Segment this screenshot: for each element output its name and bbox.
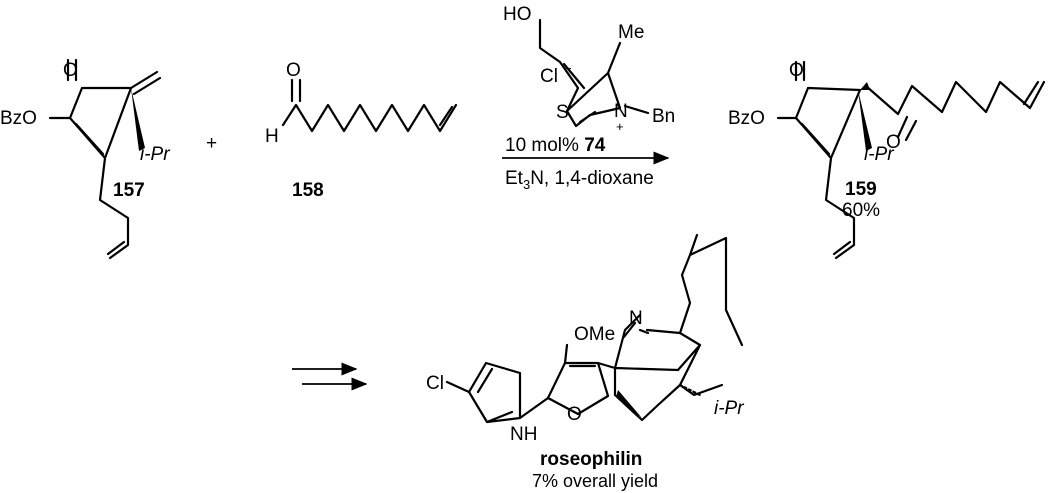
roseophilin-structure: Cl OMe NH O N i-Pr roseophilin 7% overal…: [426, 233, 744, 491]
wedge-157: [131, 88, 145, 151]
atom-158-oxo: O: [286, 60, 301, 81]
roseophilin-wedge: [616, 390, 642, 418]
compound-159-label: 159: [845, 179, 877, 200]
charge-74-cation: +: [616, 119, 624, 134]
conditions-line-2: Et3N, 1,4-dioxane: [505, 168, 654, 192]
atom-roseophilin-imine-n: N: [629, 308, 643, 329]
atom-74-nitrogen: N: [614, 101, 628, 122]
atom-roseophilin-chlorine: Cl: [426, 373, 444, 394]
compound-157-label: 157: [113, 180, 145, 201]
charge-74-anion: −: [564, 61, 572, 76]
atom-159-ketone2: O: [886, 132, 901, 153]
atom-74-methyl: Me: [618, 22, 644, 43]
atom-159-substituent: i-Pr: [864, 144, 894, 165]
atom-157-ester: BzO: [0, 108, 37, 129]
catalyst-74: HO Me Cl − S N Bn +: [503, 4, 675, 134]
atom-roseophilin-methoxy: OMe: [574, 324, 615, 345]
plus-sign: +: [206, 133, 217, 154]
roseophilin-bonds: [445, 233, 744, 424]
catalyst-74-bonds: [538, 18, 650, 128]
conditions-line-1: 10 mol% 74: [505, 135, 606, 156]
compound-159: O O BzO i-Pr 159 60%: [728, 60, 1046, 260]
atom-74-hydroxyl: HO: [503, 4, 532, 25]
compound-158-bonds: [281, 78, 458, 133]
atom-roseophilin-furan-o: O: [567, 404, 582, 425]
wedge-159-side-chain: [860, 82, 870, 90]
atom-74-sulfur: S: [556, 102, 569, 123]
catalyst-74-double-bond: [562, 62, 586, 90]
compound-158-label: 158: [292, 180, 324, 201]
atom-158-hydrogen: H: [265, 126, 279, 147]
atom-159-ester: BzO: [728, 108, 765, 129]
compound-157: O BzO i-Pr 157: [0, 58, 170, 260]
roseophilin-inner-bonds: [622, 321, 650, 339]
atom-roseophilin-pyrrole-n: NH: [510, 424, 537, 445]
compound-158: O H 158: [265, 60, 458, 201]
atom-159-ketone1: O: [789, 60, 804, 81]
atom-74-benzyl: Bn: [652, 106, 675, 127]
compound-159-bonds: [776, 60, 1046, 260]
wedge-159-isopropyl: [858, 90, 872, 151]
atom-roseophilin-substituent: i-Pr: [714, 398, 744, 419]
atom-157-oxo: O: [63, 60, 78, 81]
atom-157-substituent: i-Pr: [140, 144, 170, 165]
roseophilin-label: roseophilin: [540, 449, 642, 470]
compound-159-yield: 60%: [842, 200, 880, 221]
roseophilin-dash: [678, 383, 702, 397]
roseophilin-yield: 7% overall yield: [532, 471, 658, 491]
compound-157-bonds: [48, 58, 162, 260]
catalyst-number: 74: [584, 135, 606, 156]
atom-74-chloride: Cl: [540, 66, 558, 87]
